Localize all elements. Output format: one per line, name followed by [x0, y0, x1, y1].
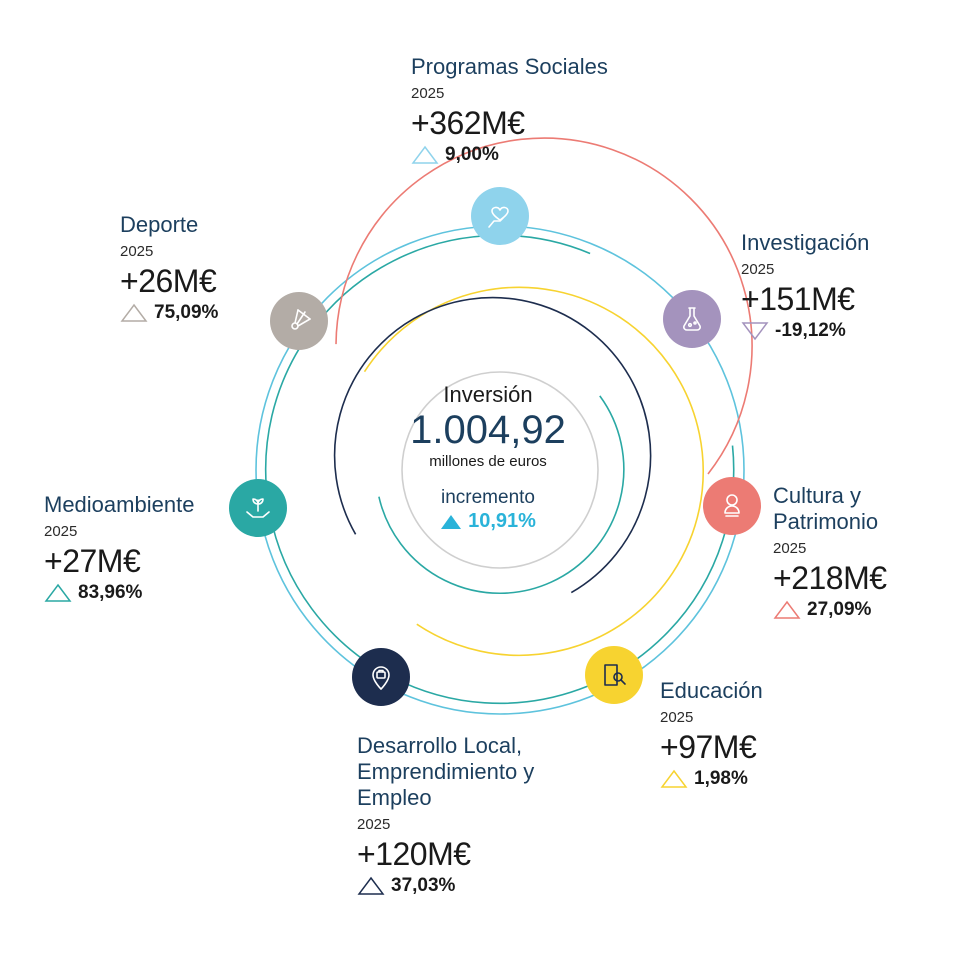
category-title: Programas Sociales [411, 54, 608, 79]
category-pct: 75,09% [154, 302, 219, 323]
category-amount: +218M€ [773, 560, 887, 596]
plant-hands-icon [246, 498, 270, 518]
programas-icon-circle [471, 187, 529, 245]
category-year: 2025 [357, 816, 391, 833]
category-year: 2025 [741, 261, 775, 278]
educacion-icon-circle [585, 646, 643, 704]
category-amount: +26M€ [120, 263, 217, 299]
category-year: 2025 [773, 540, 807, 557]
category-amount: +151M€ [741, 281, 855, 317]
category-desarrollo: Desarrollo Local, Emprendimiento y Emple… [357, 733, 557, 897]
category-amount: +27M€ [44, 543, 141, 579]
category-title: Medioambiente [44, 492, 195, 517]
book-search-icon [604, 664, 626, 686]
category-pct: 9,00% [445, 144, 499, 165]
ring-desarrollo [333, 296, 652, 594]
category-investigacion: Investigación 2025 +151M€ -19,12% [741, 230, 869, 342]
category-cultura: Cultura y Patrimonio 2025 +218M€ 27,09% [773, 483, 943, 621]
ring-inner [378, 395, 625, 595]
center-increment-pct: 10,91% [468, 510, 536, 532]
triangle-up-icon [120, 303, 148, 322]
category-pct: 27,09% [807, 599, 872, 620]
hand-heart-icon [488, 206, 509, 228]
triangle-up-icon [441, 514, 462, 529]
bust-icon [724, 494, 740, 517]
center-unit: millones de euros [429, 453, 547, 470]
desarrollo-icon-circle [352, 648, 410, 706]
triangle-down-icon [741, 322, 769, 341]
shuttlecock-icon [291, 309, 311, 330]
medio-icon-circle [229, 479, 287, 537]
category-title: Educación [660, 678, 763, 703]
triangle-up-icon [773, 600, 801, 619]
category-pct: 83,96% [78, 582, 143, 603]
category-pct: 1,98% [694, 768, 748, 789]
center-label: Inversión [443, 382, 533, 407]
category-title: Desarrollo Local, Emprendimiento y Emple… [357, 733, 535, 810]
center-increment-row: 10,91% [388, 510, 588, 533]
category-title: Deporte [120, 212, 199, 237]
triangle-up-icon [660, 769, 688, 788]
investigacion-icon-circle [663, 290, 721, 348]
category-medio: Medioambiente 2025 +27M€ 83,96% [44, 492, 194, 604]
category-amount: +120M€ [357, 836, 471, 872]
category-year: 2025 [411, 85, 445, 102]
category-programas: Programas Sociales 2025 +362M€ 9,00% [411, 54, 608, 166]
category-year: 2025 [660, 709, 694, 726]
category-title: Investigación [741, 230, 870, 255]
cultura-icon-circle [703, 477, 761, 535]
category-pct: 37,03% [391, 875, 456, 896]
ring-educacion [363, 286, 704, 657]
center-summary: Inversión 1.004,92 millones de euros inc… [388, 382, 588, 533]
center-increment-label: incremento [441, 487, 535, 508]
triangle-up-icon [357, 876, 385, 895]
category-amount: +97M€ [660, 729, 757, 765]
category-year: 2025 [120, 243, 154, 260]
category-amount: +362M€ [411, 105, 525, 141]
triangle-up-icon [44, 583, 72, 602]
category-year: 2025 [44, 523, 78, 540]
category-educacion: Educación 2025 +97M€ 1,98% [660, 678, 763, 790]
category-deporte: Deporte 2025 +26M€ 75,09% [120, 212, 218, 324]
category-title: Cultura y Patrimonio [773, 483, 879, 534]
ring-cultura [335, 137, 753, 475]
deporte-icon-circle [270, 292, 328, 350]
briefcase-pin-icon [372, 666, 390, 690]
ring-medio [264, 234, 735, 705]
triangle-up-icon [411, 145, 439, 164]
flask-icon [683, 307, 701, 331]
ring-center [401, 371, 599, 569]
center-value: 1.004,92 [410, 408, 566, 452]
category-pct: -19,12% [775, 320, 846, 341]
